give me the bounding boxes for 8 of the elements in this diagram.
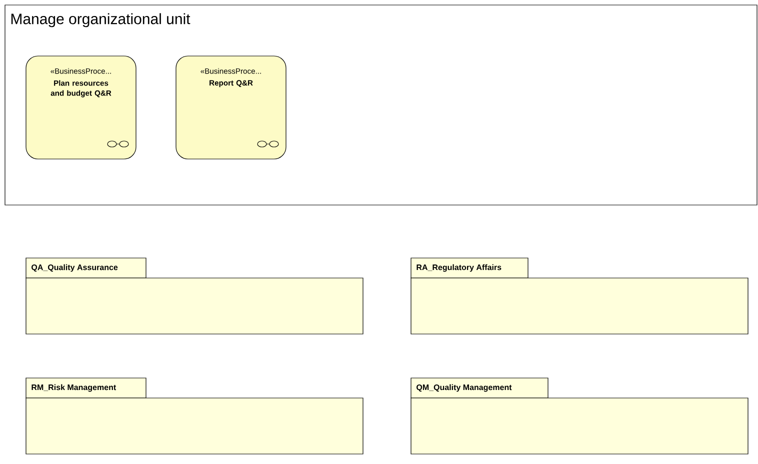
- node-label: RA_Regulatory Affairs: [416, 264, 502, 272]
- node-label: QM_Quality Management: [416, 384, 512, 392]
- package-box: RA_Regulatory Affairs: [410, 258, 748, 334]
- package-box: QM_Quality Management: [410, 378, 748, 454]
- node-label: QA_Quality Assurance: [32, 264, 118, 272]
- package-box: RM_Risk Management: [26, 378, 364, 454]
- package-box: QA_Quality Assurance: [26, 258, 364, 334]
- node-label: RM_Risk Management: [32, 384, 116, 392]
